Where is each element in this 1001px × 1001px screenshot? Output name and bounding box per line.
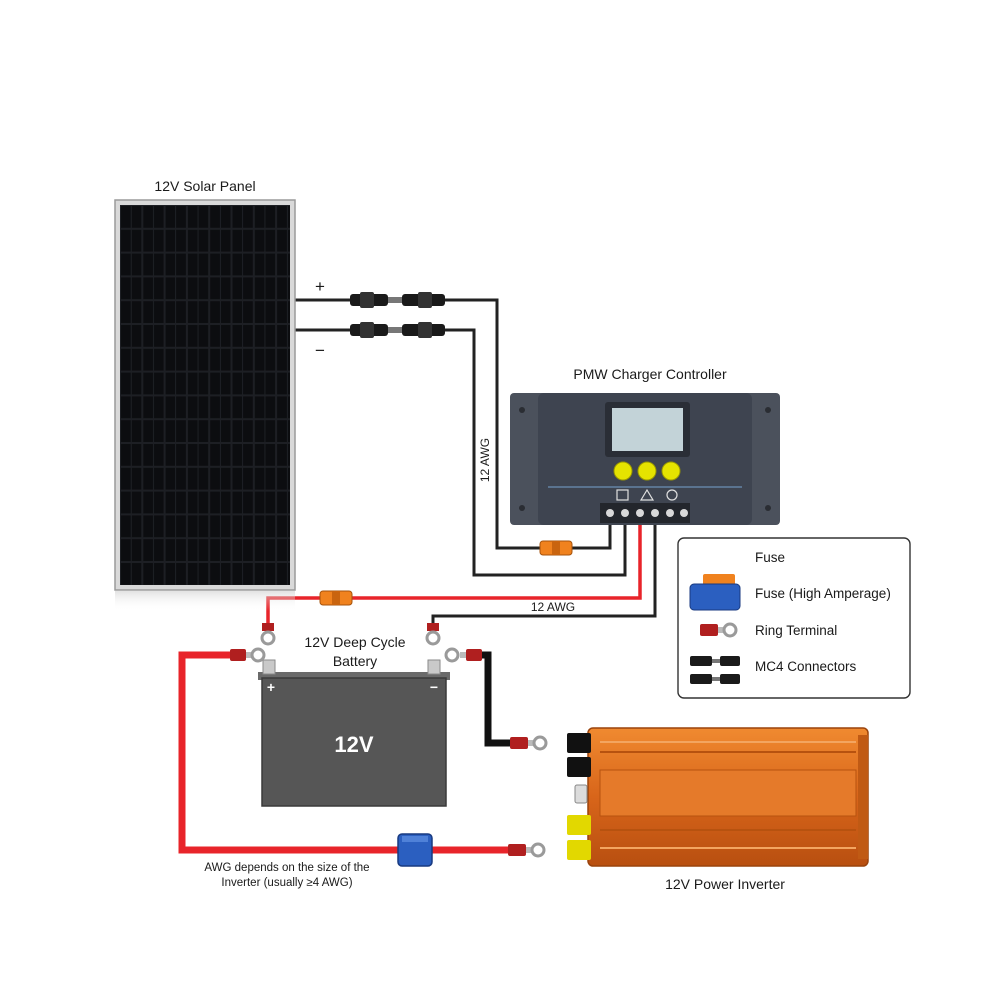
mc4-male-grip [360,322,374,338]
ring-terminal [230,647,266,663]
inverter-wire-note-line1: AWG depends on the size of the [204,862,369,874]
inverter-switch [574,784,588,804]
mc4-connector-negative [350,322,445,338]
controller-button [661,461,681,481]
legend-fuse-high-amperage-icon [689,574,741,611]
controller-body [538,393,752,525]
legend-label-fuse-high-amperage: Fuse (High Amperage) [755,586,891,601]
battery-top-lip [258,672,450,680]
fuse-to-controller-wire [572,523,612,550]
controller-button [613,461,633,481]
mc4-pin [388,297,402,303]
legend-box [677,537,911,699]
high-amperage-fuse-cap [402,836,428,842]
controller-battery-positive-wire [352,523,642,600]
battery-plus-sign: + [267,679,275,695]
charge-controller: PMW Charger Controller [510,366,780,525]
legend-ring-terminal-icon [700,622,738,638]
mounting-hole [765,505,771,511]
battery-terminal-icon [639,488,655,501]
terminal-screw [606,509,614,517]
terminal-block [600,503,690,523]
solar-panel-reflection [115,591,295,611]
inverter-positive-post [567,815,591,835]
legend: Fuse Fuse (High Amperage) Ring Terminal … [677,537,911,699]
ring-terminal [510,735,548,751]
battery: 12V Deep Cycle Battery 12V + − [258,634,450,807]
fuse-band [332,591,340,605]
solar-panel: 12V Solar Panel + − [114,178,325,611]
ring-terminal [425,623,441,646]
mc4-male-grip [360,292,374,308]
mounting-hole [519,505,525,511]
inverter-label: 12V Power Inverter [665,876,785,892]
mc4-pin [388,327,402,333]
inverter-negative-post-2 [567,757,591,777]
load-terminal-icon [666,489,678,501]
battery-negative-post [427,659,441,675]
battery-label-line2: Battery [333,653,377,669]
inverter-negative-post [567,733,591,753]
inverter-wire-note-line2: Inverter (usually ≥4 AWG) [221,877,352,889]
wire-gauge-label-battery: 12 AWG [531,600,575,614]
ring-terminal [444,647,482,663]
solar-terminal-icon [616,489,629,501]
controller-label: PMW Charger Controller [573,366,727,382]
ring-terminal [260,623,276,646]
mc4-female-grip [418,322,432,338]
terminal-screw [651,509,659,517]
terminal-screw [666,509,674,517]
mounting-hole [519,407,525,413]
inverter-center-channel [599,769,857,817]
solar-panel-plus-sign: + [315,277,325,296]
controller-button [637,461,657,481]
fuse-battery-line [319,590,353,606]
solar-panel-cells [120,205,290,585]
controller-lcd-screen [612,408,683,451]
solar-panel-label: 12V Solar Panel [154,178,255,194]
mc4-connector-positive [350,292,445,308]
power-inverter: 12V Power Inverter [567,727,869,892]
mounting-hole [765,407,771,413]
legend-label-mc4-connectors: MC4 Connectors [755,659,857,674]
battery-positive-post [262,659,276,675]
battery-inverter-positive-wire [178,651,400,854]
fuse-band [552,541,560,555]
terminal-screw [680,509,688,517]
battery-inverter-negative-wire [478,651,515,747]
wires [178,298,657,854]
high-amperage-fuse [397,833,433,867]
inverter-end-cap [858,735,868,859]
terminal-screw [621,509,629,517]
controller-battery-negative-wire [431,523,657,625]
ring-terminal [508,842,546,858]
fuse-panel-line [539,540,573,556]
battery-voltage-label: 12V [334,732,373,757]
wire-gauge-label-panel: 12 AWG [478,438,492,482]
battery-label-line1: 12V Deep Cycle [304,634,405,650]
panel-negative-wire-run [445,328,627,577]
mc4-female-grip [418,292,432,308]
legend-label-ring-terminal: Ring Terminal [755,623,837,638]
panel-positive-wire-run [445,298,540,550]
terminal-screw [636,509,644,517]
battery-body [261,677,447,807]
legend-mc4-connectors-icon [690,656,740,684]
legend-label-fuse: Fuse [755,550,785,565]
inverter-positive-post-2 [567,840,591,860]
solar-panel-minus-sign: − [315,341,325,360]
battery-minus-sign: − [430,679,438,695]
